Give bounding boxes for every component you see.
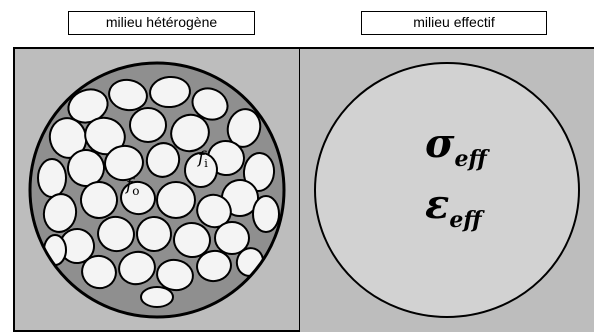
host-fraction-subscript: o [132, 184, 139, 198]
inclusion-grain [130, 108, 166, 142]
inclusion-fraction-subscript: i [204, 157, 208, 170]
inclusion-grain [157, 182, 195, 218]
inclusion-grain [38, 159, 66, 197]
heterogeneous-disk [30, 63, 284, 317]
inclusion-grain [253, 196, 279, 232]
epsilon-symbol: ε [425, 181, 449, 228]
inclusion-grain [44, 235, 66, 265]
inclusion-grain [141, 287, 173, 307]
epsilon-eff-subscript: eff [449, 207, 485, 233]
sigma-symbol: σ [425, 120, 455, 167]
sigma-eff-subscript: eff [455, 146, 491, 172]
